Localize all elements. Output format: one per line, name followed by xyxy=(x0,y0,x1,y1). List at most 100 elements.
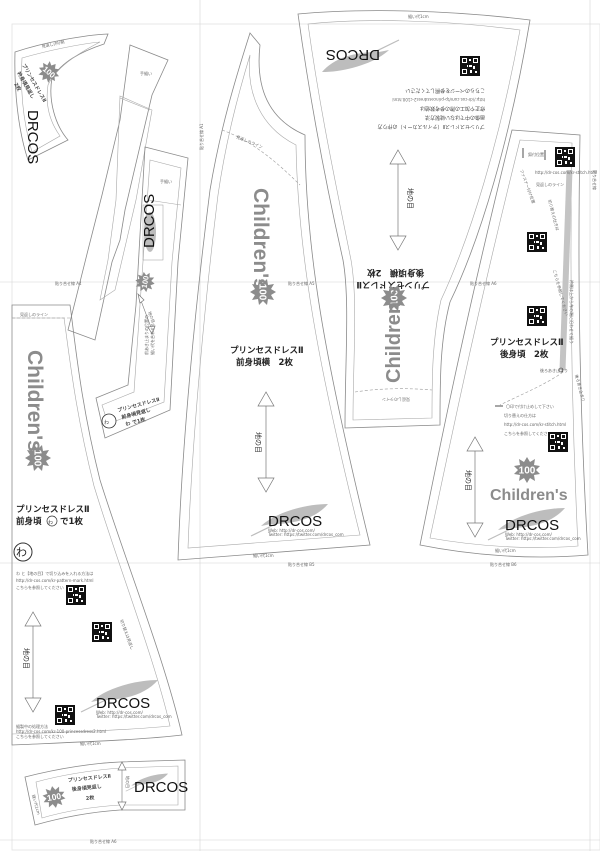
facing-top-label: 手縫い xyxy=(160,178,172,184)
back-hook-line3: こちらを参照してください xyxy=(504,430,552,436)
svg-text:DRCOS: DRCOS xyxy=(268,513,322,530)
grid-label-a1: 貼り合せ線 A1 xyxy=(198,123,204,150)
front-help-4: こちらを参照してください xyxy=(16,733,64,739)
grid-label-a6: 貼り合せ線 A6 xyxy=(470,280,497,286)
front-bodice-suffix: で1枚 xyxy=(60,516,83,527)
front-side-name: プリンセスドレスⅡ xyxy=(230,345,304,356)
grain-arrow-down-icon xyxy=(147,325,156,335)
fold-mark-icon xyxy=(46,515,58,527)
size-label: Children's xyxy=(249,188,272,290)
piece-back-bodice[interactable]: 衿側は上から布の端に沿わせて縫う 釦付位置 ファスナー付け位置 http://d… xyxy=(419,129,597,558)
front-side-brand: DRCOS Web: http://dr-cos.com/ Twitter: h… xyxy=(250,503,344,537)
size-badge-icon xyxy=(41,784,67,810)
qr-code-icon[interactable] xyxy=(555,147,575,167)
svg-text:DRCOS: DRCOS xyxy=(24,110,41,164)
back-note-1: 切り替えの仕方は xyxy=(547,199,561,231)
qr-code-icon[interactable] xyxy=(66,585,86,605)
grid-label-a4: 貼り合せ線 A4 xyxy=(55,280,82,286)
qr-code-icon[interactable] xyxy=(55,705,75,725)
front-brand-block: DRCOS Web: http://dr-cos.com/ Twitter: h… xyxy=(80,679,172,719)
back-side-help: プリンセスドレスⅡ（テイルスカート）の作り方 画像の中ではない縫製方法 修正や加… xyxy=(378,87,485,130)
grid-label-bottom: 貼り合せ線 A6 xyxy=(90,838,117,844)
qr-code-icon[interactable] xyxy=(527,306,547,326)
front-help-url-3[interactable]: http://dr-cos.com/kr-100-princessdress2.… xyxy=(16,729,106,734)
back-side-note: 後ろあき止まり xyxy=(574,374,587,403)
back-side-seam-allowance: 縫い代1cm xyxy=(408,13,429,19)
facing-note-1: 前あき止まりの位置の xyxy=(143,315,149,355)
back-facing-piece: 後身頃見返し xyxy=(71,783,102,793)
front-bodice-fold: わ xyxy=(48,519,53,526)
qr-code-icon[interactable] xyxy=(460,56,480,76)
fold-mark-icon xyxy=(101,413,117,429)
collar-top-label: 見返し(衿)側 xyxy=(41,38,65,49)
piece-strap[interactable]: 手縫い xyxy=(67,44,169,341)
qr-code-icon[interactable] xyxy=(548,432,568,452)
front-side-grain: 地の目 xyxy=(254,432,263,453)
front-side-facing-line: 見返しのライン xyxy=(236,133,264,149)
front-facing-line: 見返しのライン xyxy=(20,311,48,317)
qr-code-icon[interactable] xyxy=(527,232,547,252)
back-facing-name: プリンセスドレスⅡ xyxy=(67,773,111,784)
size-label: Children's xyxy=(383,286,405,383)
facing-fold-mark: わ xyxy=(104,419,109,426)
piece-back-facing[interactable]: 縫い代1cm プリンセスドレスⅡ 後身頃見返し 2枚 地の目 DRCOS xyxy=(24,759,188,826)
grid-label-a5: 貼り合せ線 A5 xyxy=(288,280,315,286)
qr-code-icon[interactable] xyxy=(92,622,112,642)
piece-back-side[interactable]: 縫い代1cm DRCOS プリンセスドレスⅡ（テイルスカート）の作り方 画像の中… xyxy=(297,10,531,429)
front-help-3: 縫製中の処理方法 xyxy=(16,723,48,729)
collar-count: 2枚 xyxy=(12,82,23,94)
svg-text:Web: http://dr-cos.com/: Web: http://dr-cos.com/ xyxy=(96,710,144,715)
zipper-bar xyxy=(559,169,573,371)
svg-text:DRCOS: DRCOS xyxy=(326,46,380,63)
svg-text:Web: http://dr-cos.com/: Web: http://dr-cos.com/ xyxy=(505,532,553,537)
back-bodice-seam-allowance: 縫い代1cm xyxy=(495,547,516,553)
front-bodice-fold-circle: わ xyxy=(16,546,27,559)
back-side-stop: 後ろあき止まり xyxy=(540,367,568,373)
svg-text:画像の中ではない縫製方法: 画像の中ではない縫製方法 xyxy=(425,114,485,121)
back-hook-note: 〇印で付け止めして下さい xyxy=(506,403,554,409)
svg-text:Twitter: https://twitter.com/d: Twitter: https://twitter.com/drcos_com xyxy=(504,536,581,541)
front-bodice-grain: 地の目 xyxy=(22,648,31,669)
piece-collar[interactable]: 見返し(衿)側 プリンセスドレスⅡ 衿身頃見返し 2枚 DRCOS xyxy=(12,33,109,164)
back-bodice-piece: 後身頃 2枚 xyxy=(500,349,549,360)
front-help-url-1[interactable]: http://dr-cos.com/kr-pattern-mark.html xyxy=(16,578,94,583)
back-hook-url-2[interactable]: http://dr-cos.com/kr-stitch.html xyxy=(504,422,566,427)
back-side-facing-line: 見返しのライン xyxy=(382,397,410,403)
front-help-1: わ と【地の目】で切り込みを入れる方法は xyxy=(16,570,93,576)
front-side-seam-allowance: 縫い代1cm xyxy=(253,552,274,558)
svg-text:DRCOS: DRCOS xyxy=(134,779,188,796)
piece-front-bodice[interactable]: 見返しのライン Children's プリンセスドレスⅡ 前身頃 わ で1枚 わ… xyxy=(11,304,183,746)
back-bodice-name: プリンセスドレスⅡ xyxy=(490,337,564,348)
front-bodice-prefix: 前身頃 xyxy=(16,516,42,527)
svg-text:修正や加工の際の参考数値は: 修正や加工の際の参考数値は xyxy=(420,105,485,112)
grain-arrow-up-icon xyxy=(137,292,145,304)
svg-text:Web: http://dr-cos.com/: Web: http://dr-cos.com/ xyxy=(268,528,316,533)
back-side-grain: 地の目 xyxy=(406,188,415,209)
back-facing-grain: 地の目 xyxy=(125,776,131,788)
svg-text:http://dr-cos.com/tp-princessd: http://dr-cos.com/tp-princessdress2-c100… xyxy=(392,97,485,102)
back-side-name: プリンセスドレスⅡ xyxy=(356,279,430,290)
collar-brand-logo: DRCOS xyxy=(24,110,41,164)
back-facing-count: 2枚 xyxy=(85,794,95,802)
piece-front-side[interactable]: 見返しのライン Children's プリンセスドレスⅡ 前身頃横 2枚 地の目… xyxy=(177,32,371,561)
piece-front-facing[interactable]: 手縫い DRCOS 地の目 前あき止まりの位置の 縫い代を合わせる わ プリンセ… xyxy=(95,146,189,439)
back-facing-side-label: 縫い代1cm xyxy=(31,794,42,816)
grid-label-b5: 貼り合せ線 B5 xyxy=(288,561,315,567)
back-hook-url[interactable]: http://dr-cos.com/kr-stitch.html xyxy=(535,170,597,175)
grid-label-right: 貼り合せ線 xyxy=(592,170,598,190)
svg-text:Twitter: https://twitter.com/d: Twitter: https://twitter.com/drcos_com xyxy=(95,714,172,719)
grain-arrow-icon xyxy=(389,149,407,251)
back-bodice-brand: DRCOS Web: http://dr-cos.com/ Twitter: h… xyxy=(487,507,581,541)
front-side-note: 切り替えは見返し xyxy=(119,618,136,650)
front-bodice-name: プリンセスドレスⅡ xyxy=(16,504,90,515)
svg-text:こちらのページを参照してください: こちらのページを参照してください xyxy=(405,87,485,94)
back-side-brand: DRCOS xyxy=(321,39,400,73)
back-bodice-grain: 地の目 xyxy=(464,470,473,491)
facing-grain: 地の目 xyxy=(147,310,157,323)
size-badge-icon xyxy=(34,57,64,87)
back-button-pos: 釦付位置 xyxy=(528,151,544,157)
svg-text:Twitter: https://twitter.com/d: Twitter: https://twitter.com/drcos_com xyxy=(267,532,344,537)
svg-text:DRCOS: DRCOS xyxy=(96,695,150,712)
grid-label-b6: 貼り合せ線 B6 xyxy=(490,561,517,567)
